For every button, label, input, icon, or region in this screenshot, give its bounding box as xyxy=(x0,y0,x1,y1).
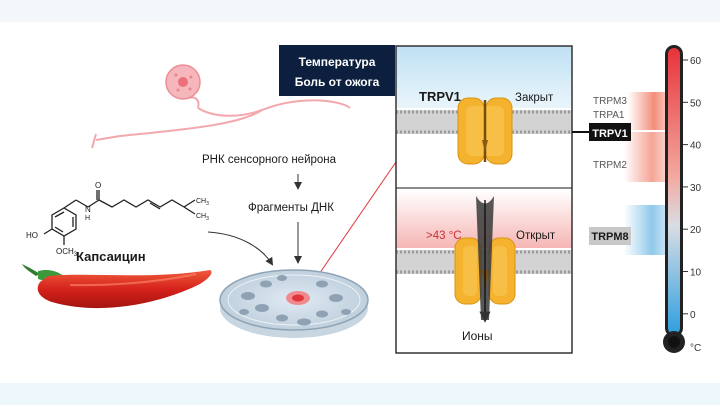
positive-cell xyxy=(292,294,304,302)
title-box xyxy=(279,45,395,96)
rna-label: РНК сенсорного нейрона xyxy=(202,154,337,166)
trpv1-channel-closed xyxy=(457,97,513,165)
receptor-trpm2: TRPM2 xyxy=(593,160,627,171)
trpv1-channel-open xyxy=(454,196,516,323)
thermometer xyxy=(663,45,685,353)
thermometer-tick-label: 30 xyxy=(690,183,702,194)
trpm8-tag xyxy=(589,227,631,245)
open-label: Открыт xyxy=(516,230,556,242)
thermometer-scale xyxy=(668,48,680,334)
top-band xyxy=(0,0,720,22)
thermometer-tick-label: 0 xyxy=(690,310,696,321)
channel-name: TRPV1 xyxy=(419,89,461,104)
thermometer-tick-label: 10 xyxy=(690,268,702,279)
thermometer-tick-label: 40 xyxy=(690,141,702,152)
ions-label: Ионы xyxy=(462,329,493,343)
title-line-2: Боль от ожога xyxy=(295,75,380,89)
neuron-illustration xyxy=(91,64,351,149)
capsaicin-structure xyxy=(43,190,196,245)
thermometer-ticks: 60 50 40 30 20 10 0 xyxy=(683,56,702,321)
dna-label: Фрагменты ДНК xyxy=(248,202,334,214)
channel-panel-border xyxy=(395,45,573,354)
petri-dish xyxy=(219,269,369,338)
receptor-trpa1: TRPA1 xyxy=(593,110,625,121)
channel-panel: TRPV1 Закрыт >43 °C Открыт Ионы xyxy=(395,45,573,354)
atom-o: O xyxy=(95,181,101,190)
receptor-trpm3: TRPM3 xyxy=(593,96,627,107)
thermometer-tick-label: 50 xyxy=(690,98,702,109)
receptor-trpm8: TRPM8 xyxy=(591,231,628,243)
closed-label: Закрыт xyxy=(515,92,554,104)
atom-h: H xyxy=(85,215,90,222)
chili-pepper-image xyxy=(22,264,212,309)
title-line-1: Температура xyxy=(299,55,376,69)
closed-state-background xyxy=(396,46,572,108)
atom-n: N xyxy=(85,205,91,214)
thermometer-tick-label: 20 xyxy=(690,225,702,236)
temperature-threshold: >43 °C xyxy=(426,230,462,242)
bottom-band xyxy=(0,383,720,405)
atom-och3: OCH3 xyxy=(56,247,78,258)
atom-ch3-bottom: CH3 xyxy=(196,213,209,222)
atom-ho: HO xyxy=(26,231,38,240)
arrow-capsaicin-to-dish xyxy=(207,231,274,266)
trpv1-tag xyxy=(589,123,631,141)
thermometer-tick-label: 60 xyxy=(690,56,702,67)
receptor-trpv1: TRPV1 xyxy=(592,128,627,140)
neuron-nucleus xyxy=(178,77,188,87)
temperature-unit: °C xyxy=(690,343,701,354)
capsaicin-label: Капсаицин xyxy=(76,249,146,264)
atom-ch3-top: CH3 xyxy=(196,198,209,207)
